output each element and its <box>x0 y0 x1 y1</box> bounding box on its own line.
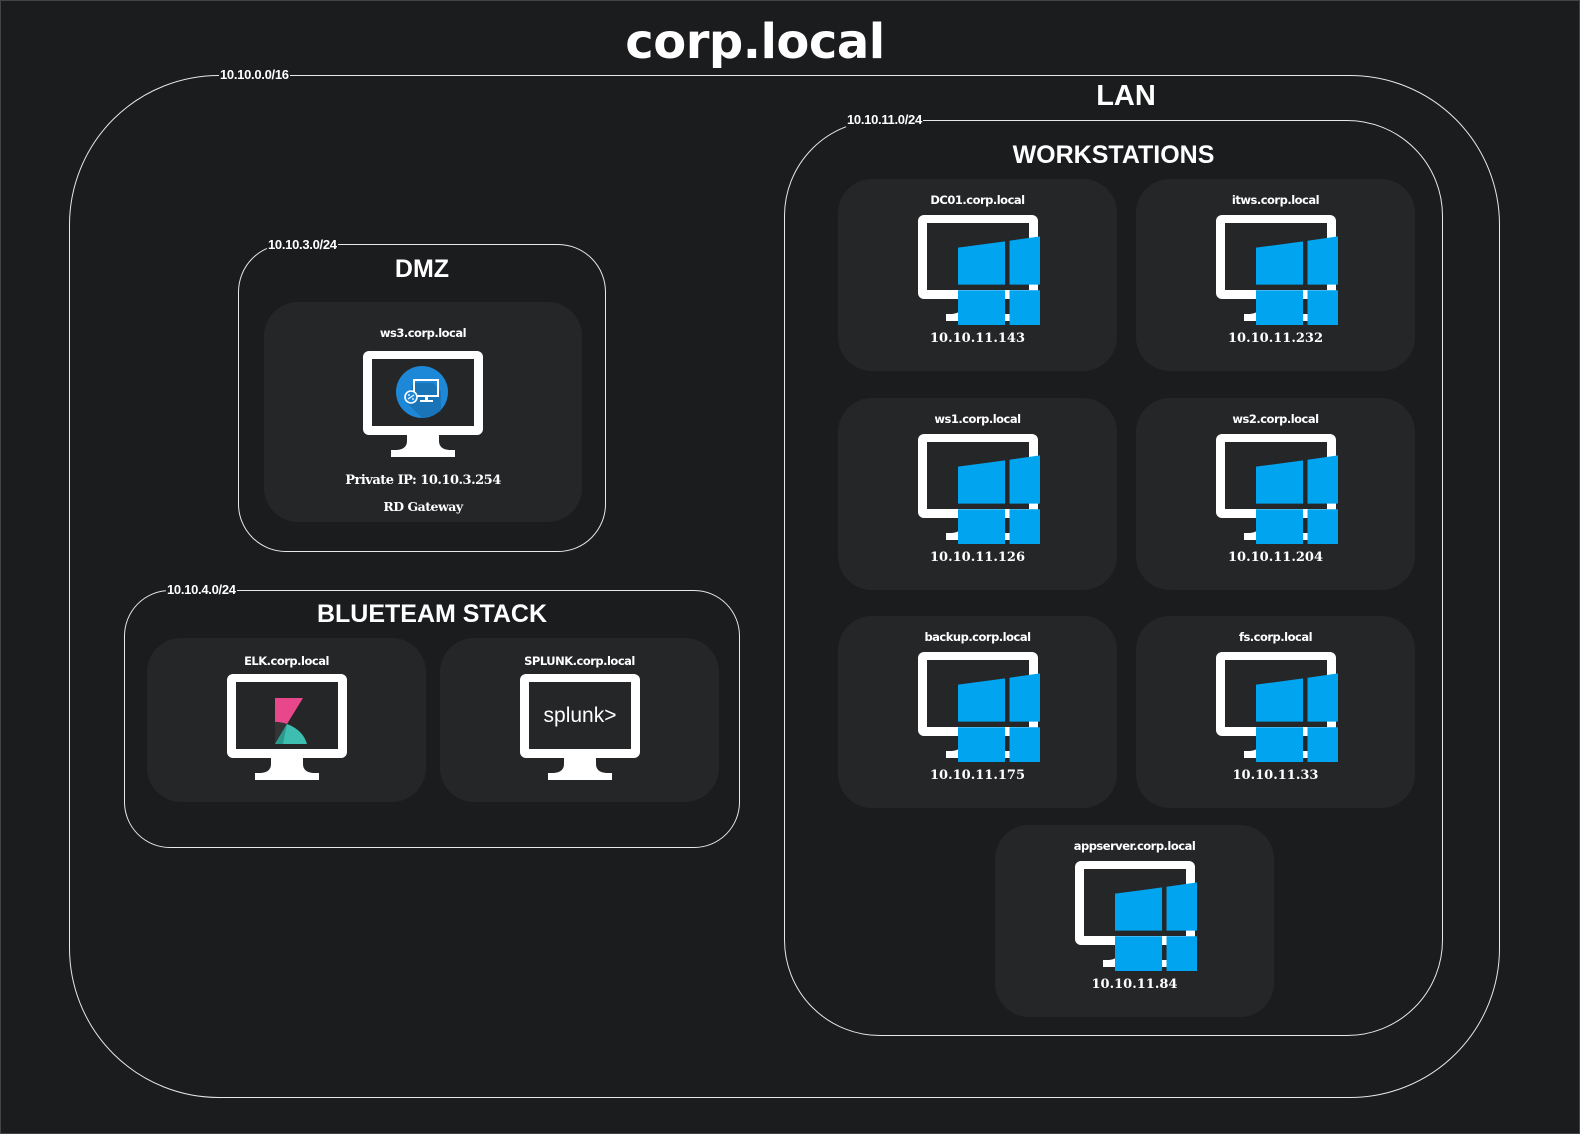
monitor-icon <box>1214 432 1338 544</box>
ip-address: 10.10.11.126 <box>930 550 1025 565</box>
hostname: itws.corp.local <box>1231 193 1320 207</box>
zone-blueteam: BLUETEAM STACK ELK.corp.local SPLUNK.cor… <box>124 590 740 848</box>
splunk-logo-icon: splunk> <box>543 704 616 727</box>
lan-title: LAN <box>1096 80 1156 112</box>
rd-gateway-icon <box>396 366 448 418</box>
monitor-icon <box>916 213 1040 325</box>
host-card-ws3[interactable]: ws3.corp.local Private IP: 10.10.3.254 R… <box>264 302 582 522</box>
host-card-splunk[interactable]: SPLUNK.corp.local splunk> <box>440 638 719 802</box>
host-role: RD Gateway <box>383 499 463 514</box>
blueteam-title: BLUETEAM STACK <box>316 600 548 628</box>
workstations-title: WORKSTATIONS <box>1012 141 1215 169</box>
zone-corp-domain <box>69 75 1500 1098</box>
hostname: fs.corp.local <box>1238 630 1313 644</box>
host-card-ws2[interactable]: ws2.corp.local 10.10.11.204 <box>1136 398 1415 590</box>
ip-address: 10.10.11.143 <box>930 331 1025 346</box>
host-card-appserver[interactable]: appserver.corp.local 10.10.11.84 <box>995 825 1274 1017</box>
kibana-logo-icon <box>274 698 307 744</box>
ip-address: 10.10.11.84 <box>1091 977 1178 992</box>
workstations-cidr-label: 10.10.11.0/24 <box>846 112 923 127</box>
monitor-icon <box>916 432 1040 544</box>
hostname: ELK.corp.local <box>244 654 329 668</box>
dmz-title: DMZ <box>394 255 450 283</box>
monitor-icon <box>916 650 1040 762</box>
host-card-elk[interactable]: ELK.corp.local <box>147 638 426 802</box>
ip-address: 10.10.11.33 <box>1232 768 1319 783</box>
hostname: backup.corp.local <box>924 630 1031 644</box>
host-card-itws[interactable]: itws.corp.local 10.10.11.232 <box>1136 179 1415 371</box>
ip-address: 10.10.11.232 <box>1228 331 1323 346</box>
monitor-icon <box>225 672 349 784</box>
hostname: ws1.corp.local <box>934 412 1021 426</box>
hostname: SPLUNK.corp.local <box>524 654 635 668</box>
monitor-icon <box>1073 859 1197 971</box>
monitor-icon <box>361 349 485 461</box>
host-card-fs[interactable]: fs.corp.local 10.10.11.33 <box>1136 616 1415 808</box>
zone-dmz: DMZ ws3.corp.local Private IP: 10.10.3.2… <box>238 244 606 552</box>
monitor-icon <box>1214 213 1338 325</box>
ip-address: 10.10.11.175 <box>930 768 1025 783</box>
zone-workstations: WORKSTATIONS <box>784 120 1443 1036</box>
private-ip: Private IP: 10.10.3.254 <box>345 473 501 488</box>
hostname: DC01.corp.local <box>930 193 1025 207</box>
host-card-ws1[interactable]: ws1.corp.local 10.10.11.126 <box>838 398 1117 590</box>
domain-cidr-label: 10.10.0.0/16 <box>219 67 290 82</box>
monitor-icon <box>1214 650 1338 762</box>
monitor-icon: splunk> <box>518 672 642 784</box>
dmz-cidr-label: 10.10.3.0/24 <box>267 237 338 252</box>
ip-address: 10.10.11.204 <box>1228 550 1323 565</box>
hostname: ws3.corp.local <box>379 326 467 340</box>
diagram-title: corp.local <box>625 14 885 70</box>
host-card-dc01[interactable]: DC01.corp.local 10.10.11.143 <box>838 179 1117 371</box>
hostname: appserver.corp.local <box>1073 839 1196 853</box>
blueteam-cidr-label: 10.10.4.0/24 <box>166 582 237 597</box>
hostname: ws2.corp.local <box>1232 412 1319 426</box>
host-card-backup[interactable]: backup.corp.local 10.10.11.175 <box>838 616 1117 808</box>
